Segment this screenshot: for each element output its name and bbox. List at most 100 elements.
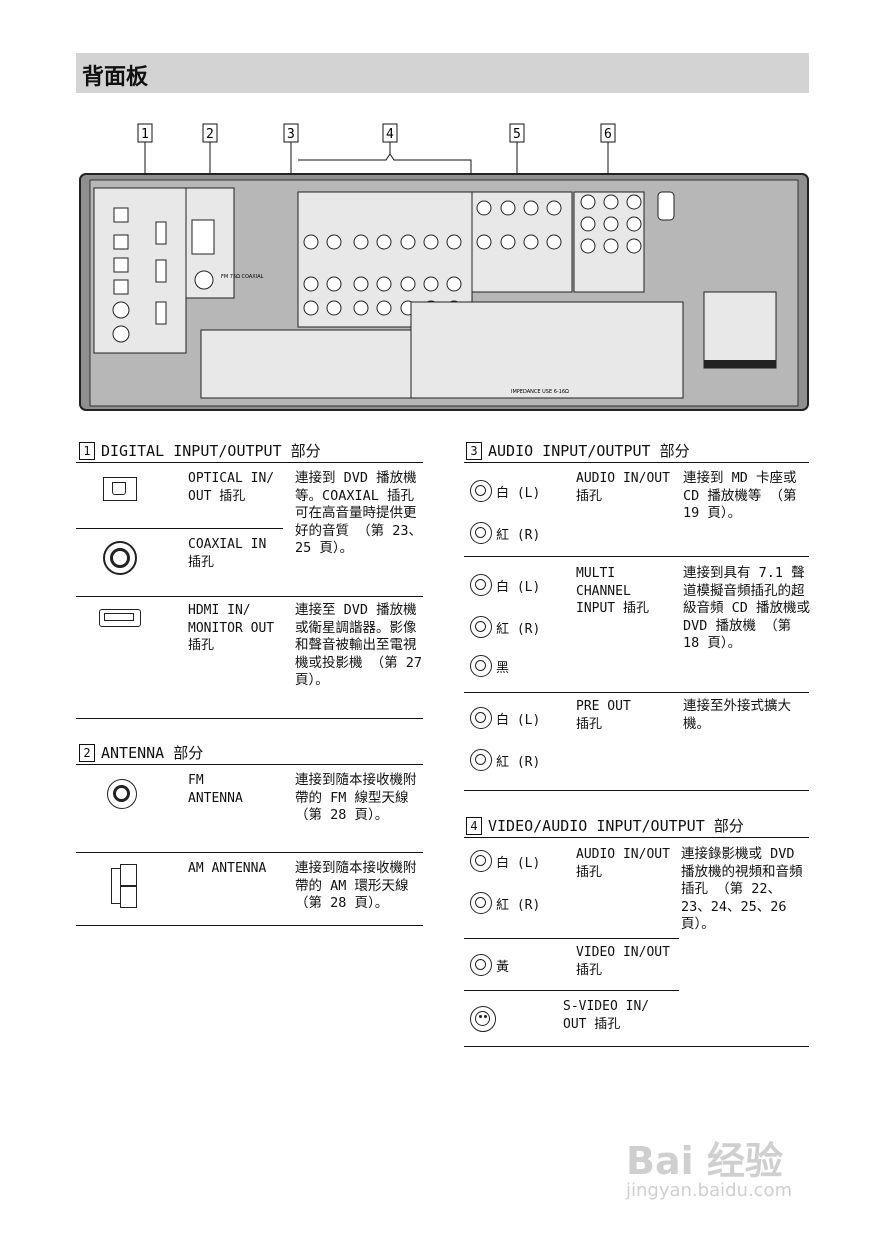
rca-jack-icon bbox=[470, 655, 492, 677]
panel-jack bbox=[353, 276, 369, 292]
panel-jack bbox=[353, 234, 369, 250]
rca-jack-icon bbox=[470, 850, 492, 872]
panel-jack bbox=[580, 238, 596, 254]
panel-jack bbox=[523, 234, 539, 250]
panel-jack bbox=[626, 216, 642, 232]
section-4-title: VIDEO/AUDIO INPUT/OUTPUT 部分 bbox=[488, 817, 744, 835]
multi-channel-desc: 連接到具有 7.1 聲道模擬音頻插孔的超級音頻 CD 播放機或 DVD 播放機 … bbox=[683, 565, 811, 651]
panel-impedance-label: IMPEDANCE USE 6-16Ω bbox=[511, 389, 569, 395]
jack-black: 黑 bbox=[470, 655, 509, 677]
divider bbox=[76, 528, 283, 529]
section-3-title: AUDIO INPUT/OUTPUT 部分 bbox=[488, 442, 690, 460]
divider bbox=[76, 718, 423, 719]
rca-jack-icon bbox=[470, 616, 492, 638]
am-antenna-terminal-icon bbox=[111, 864, 139, 910]
av-audio-label: AUDIO IN/OUT 插孔 bbox=[576, 847, 670, 880]
callout-3: 3 bbox=[287, 127, 295, 142]
panel-jack bbox=[546, 200, 562, 216]
panel-jack bbox=[376, 300, 392, 316]
s-video-label: S-VIDEO IN/ OUT 插孔 bbox=[563, 999, 650, 1032]
rca-jack-icon bbox=[470, 522, 492, 544]
panel-jack bbox=[446, 276, 462, 292]
divider bbox=[76, 764, 423, 765]
panel-jack bbox=[326, 300, 342, 316]
panel-jack bbox=[423, 234, 439, 250]
jack-red-r: 紅 (R) bbox=[470, 522, 540, 544]
divider bbox=[464, 556, 809, 557]
divider bbox=[464, 938, 679, 939]
panel-jack bbox=[626, 238, 642, 254]
panel-jack bbox=[303, 276, 319, 292]
divider bbox=[464, 837, 809, 838]
optical-jack-icon bbox=[103, 477, 137, 501]
audio-io-label: AUDIO IN/OUT 插孔 bbox=[576, 471, 670, 504]
panel-jack bbox=[303, 300, 319, 316]
panel-jack bbox=[303, 234, 319, 250]
jack-yellow: 黃 bbox=[470, 954, 509, 976]
jack-white-l: 白 (L) bbox=[470, 707, 540, 729]
jack-white-l: 白 (L) bbox=[470, 850, 540, 872]
fm-antenna-label: FM ANTENNA bbox=[188, 773, 243, 806]
panel-jack bbox=[376, 234, 392, 250]
section-3-number: 3 bbox=[466, 441, 482, 460]
divider bbox=[464, 692, 809, 693]
page-title-bar: 背面板 bbox=[76, 53, 809, 93]
panel-jack bbox=[523, 200, 539, 216]
pre-out-desc: 連接至外接式擴大機。 bbox=[683, 698, 791, 732]
panel-jack bbox=[476, 200, 492, 216]
watermark-url: jingyan.baidu.com bbox=[626, 1180, 793, 1201]
jack-white-l: 白 (L) bbox=[470, 480, 540, 502]
section-3-heading: 3 AUDIO INPUT/OUTPUT 部分 bbox=[466, 440, 690, 461]
callout-1: 1 bbox=[141, 127, 149, 142]
panel-jack bbox=[476, 234, 492, 250]
rca-jack-icon bbox=[470, 954, 492, 976]
divider bbox=[464, 990, 679, 991]
multi-channel-label: MULTI CHANNEL INPUT 插孔 bbox=[576, 566, 649, 616]
rca-jack-icon bbox=[470, 574, 492, 596]
panel-jack bbox=[326, 234, 342, 250]
section-1-title: DIGITAL INPUT/OUTPUT 部分 bbox=[101, 442, 321, 460]
panel-jack bbox=[580, 194, 596, 210]
divider bbox=[464, 462, 809, 463]
hdmi-label: HDMI IN/ MONITOR OUT 插孔 bbox=[188, 603, 275, 653]
rca-jack-icon bbox=[470, 892, 492, 914]
coaxial-label: COAXIAL IN 插孔 bbox=[188, 537, 267, 570]
callout-boxes: 1 2 3 4 5 6 bbox=[137, 123, 616, 143]
am-antenna-label: AM ANTENNA bbox=[188, 861, 267, 876]
panel-jack bbox=[500, 200, 516, 216]
section-2-heading: 2 ANTENNA 部分 bbox=[79, 742, 203, 763]
optical-label: OPTICAL IN/ OUT 插孔 bbox=[188, 471, 275, 504]
section-4-number: 4 bbox=[466, 816, 482, 835]
page-title: 背面板 bbox=[82, 65, 149, 90]
pre-out-label: PRE OUT 插孔 bbox=[576, 699, 631, 732]
divider bbox=[76, 925, 423, 926]
panel-jack bbox=[603, 194, 619, 210]
s-video-jack-icon bbox=[470, 1006, 496, 1032]
rca-jack-icon bbox=[470, 749, 492, 771]
jack-white-l: 白 (L) bbox=[470, 574, 540, 596]
panel-jack bbox=[626, 194, 642, 210]
panel-jack bbox=[500, 234, 516, 250]
panel-jack bbox=[603, 216, 619, 232]
panel-jack bbox=[400, 276, 416, 292]
rca-jack-icon bbox=[470, 707, 492, 729]
jack-red-r: 紅 (R) bbox=[470, 892, 540, 914]
callout-5: 5 bbox=[513, 127, 521, 142]
divider bbox=[464, 790, 809, 791]
panel-jack bbox=[400, 234, 416, 250]
section-1-number: 1 bbox=[79, 441, 95, 460]
section-2-number: 2 bbox=[79, 743, 95, 762]
watermark-logo: Bai 经验 bbox=[626, 1139, 783, 1183]
jack-red-r: 紅 (R) bbox=[470, 616, 540, 638]
digital-desc-2: 連接至 DVD 播放機或衛星調諧器。影像和聲音被輸出至電視機或投影機 （第 27… bbox=[295, 602, 423, 688]
divider bbox=[464, 1046, 809, 1047]
rca-jack-icon bbox=[470, 480, 492, 502]
divider bbox=[76, 852, 423, 853]
rear-panel-illustration: 1 2 3 4 5 6 FM 75Ω COAXIAL IMPEDANCE USE… bbox=[79, 123, 809, 411]
panel-jack bbox=[376, 276, 392, 292]
video-io-label: VIDEO IN/OUT 插孔 bbox=[576, 945, 670, 978]
section-2-title: ANTENNA 部分 bbox=[101, 744, 204, 762]
callout-4: 4 bbox=[386, 127, 394, 142]
hdmi-jack-icon bbox=[99, 609, 141, 627]
fm-antenna-jack-icon bbox=[107, 779, 137, 809]
